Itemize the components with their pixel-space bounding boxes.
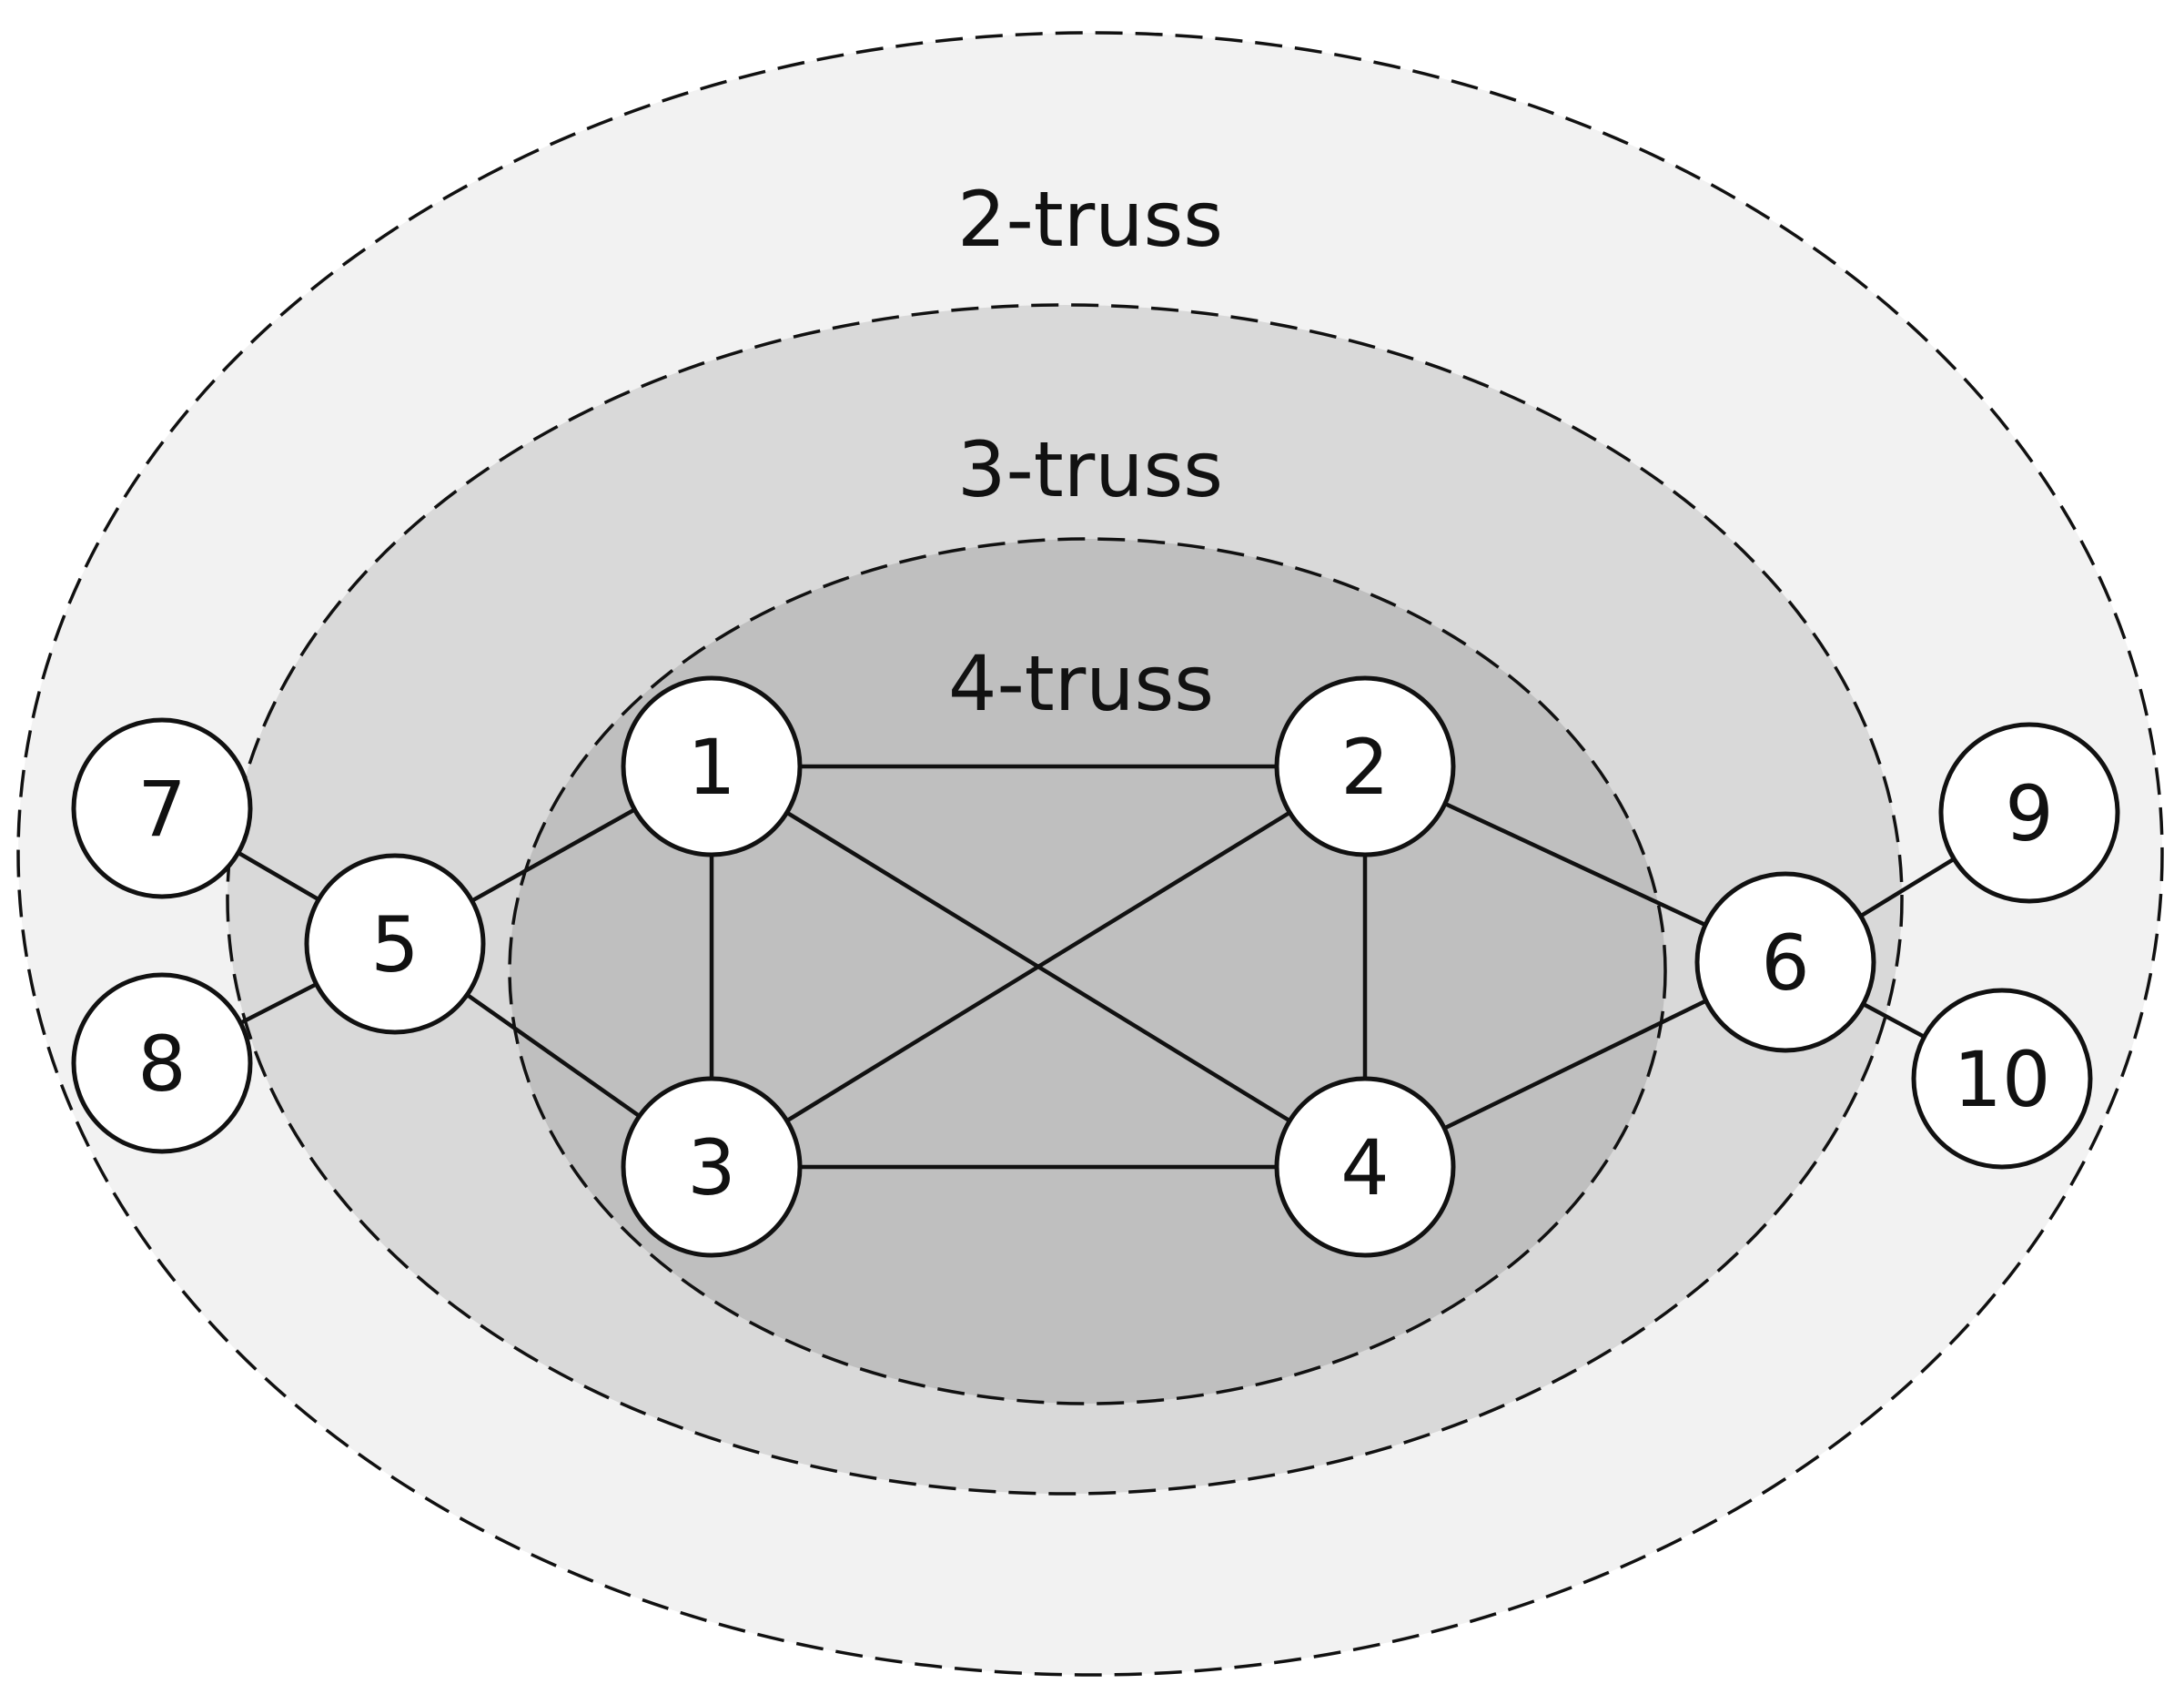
node-label-6: 6 (1761, 918, 1809, 1008)
node-label-3: 3 (687, 1123, 735, 1212)
node-8: 8 (71, 972, 253, 1154)
node-circle-4 (1274, 1076, 1456, 1258)
node-circle-2 (1274, 675, 1456, 857)
node-circle-5 (304, 853, 486, 1035)
node-5: 5 (304, 853, 486, 1035)
node-label-5: 5 (370, 900, 419, 989)
node-label-1: 1 (687, 723, 735, 812)
region-label-4-truss: 4-truss (948, 639, 1214, 728)
node-circle-3 (621, 1076, 803, 1258)
node-circle-7 (71, 717, 253, 899)
node-circle-8 (71, 972, 253, 1154)
node-label-9: 9 (2005, 769, 2053, 858)
node-4: 4 (1274, 1076, 1456, 1258)
node-label-7: 7 (137, 765, 186, 854)
node-6: 6 (1694, 871, 1876, 1053)
node-7: 7 (71, 717, 253, 899)
node-circle-1 (621, 675, 803, 857)
node-10: 10 (1911, 988, 2093, 1170)
node-1: 1 (621, 675, 803, 857)
node-circle-10 (1911, 988, 2093, 1170)
node-label-2: 2 (1340, 723, 1389, 812)
node-label-4: 4 (1340, 1123, 1389, 1212)
node-circle-9 (1938, 722, 2120, 904)
node-label-10: 10 (1954, 1035, 2051, 1124)
node-circle-6 (1694, 871, 1876, 1053)
node-label-8: 8 (137, 1019, 186, 1109)
nodes-layer: 1 2 3 4 5 6 7 8 9 10 (71, 675, 2120, 1258)
region-label-2-truss: 2-truss (957, 175, 1223, 264)
node-3: 3 (621, 1076, 803, 1258)
node-9: 9 (1938, 722, 2120, 904)
region-label-3-truss: 3-truss (957, 425, 1223, 514)
node-2: 2 (1274, 675, 1456, 857)
edge-2-3 (710, 765, 1367, 1169)
